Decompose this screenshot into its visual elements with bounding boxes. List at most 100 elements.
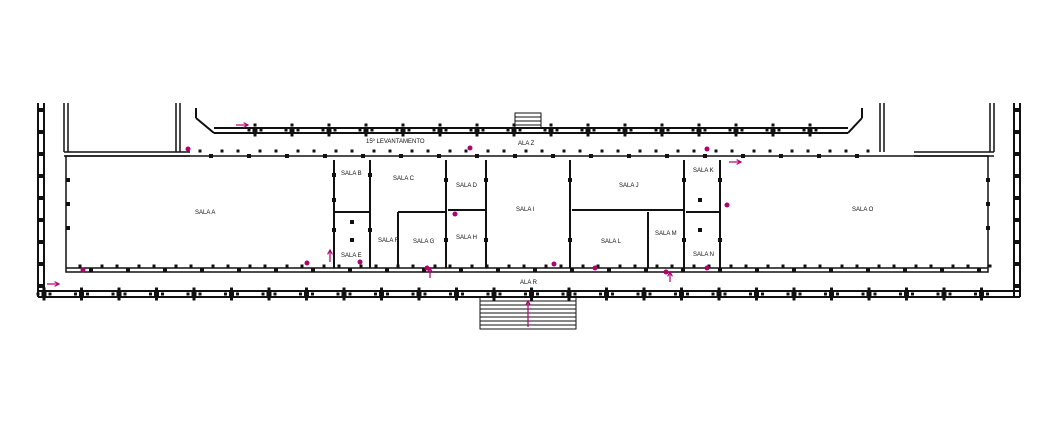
pillar-icon [807, 127, 813, 133]
pillar-icon [941, 291, 947, 297]
pillar-icon [665, 154, 669, 158]
pillar-icon [342, 287, 346, 291]
pillar-icon [791, 291, 797, 297]
pillar-icon [237, 268, 241, 272]
pillar-icon [74, 292, 77, 296]
pillar-icon [42, 287, 46, 291]
pillar-icon [42, 297, 46, 301]
pillar-icon [741, 154, 745, 158]
pillar-icon [698, 228, 702, 232]
pillar-icon [779, 154, 783, 158]
pillar-icon [401, 133, 405, 137]
arrow-marker-icon [47, 281, 61, 287]
pillar-icon [830, 297, 833, 301]
pillar-icon-group [36, 108, 1019, 301]
pillar-icon [951, 264, 955, 268]
pillar-icon [236, 292, 239, 296]
pillar-icon [936, 292, 940, 296]
pillar-icon [1015, 108, 1019, 112]
pillar-icon [438, 133, 442, 137]
pillar-icon [808, 133, 812, 137]
pillar-icon [698, 198, 702, 202]
pillar-icon [461, 292, 464, 296]
pillar-icon [682, 238, 686, 242]
pillar-icon [311, 268, 315, 272]
pillar-icon [781, 264, 785, 268]
pillar-icon [512, 123, 516, 127]
pillar-icon [703, 128, 707, 132]
pillar-icon [578, 149, 582, 153]
pillar-icon [444, 178, 448, 182]
pillar-icon [567, 297, 571, 301]
pillar-icon [681, 268, 685, 272]
pillar-icon [273, 292, 277, 296]
pillar-icon [616, 149, 620, 153]
pillar-icon [548, 127, 554, 133]
pillar-icon [253, 133, 257, 137]
pillar-icon [592, 128, 596, 132]
pillar-icon [792, 297, 796, 301]
pillar-icon [154, 291, 159, 297]
pillar-icon [761, 292, 764, 296]
room-label-j: SALA J [619, 183, 639, 189]
pillar-icon [755, 287, 758, 291]
pillar-icon [48, 292, 52, 296]
pillar-icon [659, 127, 665, 133]
pillar-icon [540, 149, 544, 153]
pillar-icon [333, 128, 337, 132]
dot-marker-icon [80, 267, 86, 273]
pillar-icon [585, 127, 591, 133]
pillar-icon [304, 291, 309, 297]
pillar-icon [586, 133, 590, 137]
pillar-icon [966, 264, 970, 268]
pillar-icon [622, 127, 628, 133]
pillar-icon [229, 291, 234, 297]
pillar-icon [986, 202, 990, 206]
dot-marker-icon [185, 146, 191, 152]
pillar-icon [417, 297, 421, 301]
pillar-icon [718, 268, 722, 272]
pillar-icon [940, 268, 944, 272]
pillar-icon [350, 149, 354, 153]
pillar-icon [174, 264, 178, 268]
pillar-icon [341, 291, 347, 297]
pillar-icon [817, 154, 821, 158]
pillar-icon [670, 264, 674, 268]
pillar-icon [492, 297, 496, 301]
pillar-icon [36, 292, 40, 296]
pillar-icon [89, 268, 93, 272]
pillar-icon [707, 264, 711, 268]
pillar-icon [469, 128, 473, 132]
pillar-icon [549, 123, 553, 127]
pillar-icon [711, 292, 715, 296]
pillar-icon [111, 292, 115, 296]
room-label-b: SALA B [341, 171, 362, 177]
pillar-icon [226, 264, 230, 268]
pillar-icon [311, 292, 314, 296]
pillar-icon [980, 287, 983, 291]
pillar-icon [798, 292, 802, 296]
pillar-icon [533, 268, 537, 272]
pillar-icon [766, 264, 770, 268]
pillar-icon [549, 133, 553, 137]
pillar-icon [828, 149, 832, 153]
room-label-k: SALA K [693, 168, 714, 174]
room-label-a: SALA A [195, 210, 215, 216]
pillar-icon [155, 287, 158, 291]
dot-marker-icon [592, 265, 598, 271]
pillar-icon [627, 154, 631, 158]
room-label-i: SALA I [516, 207, 535, 213]
dot-marker-icon [663, 269, 669, 275]
pillar-icon [899, 292, 902, 296]
pillar-icon [492, 287, 496, 291]
pillar-icon [877, 264, 881, 268]
pillar-icon [730, 149, 734, 153]
pillar-icon [485, 264, 489, 268]
pillar-icon [66, 178, 70, 182]
pillar-icon [744, 264, 748, 268]
pillar-icon [191, 291, 197, 297]
pillar-icon [161, 292, 164, 296]
pillar-icon [866, 149, 870, 153]
pillar-icon [507, 264, 511, 268]
